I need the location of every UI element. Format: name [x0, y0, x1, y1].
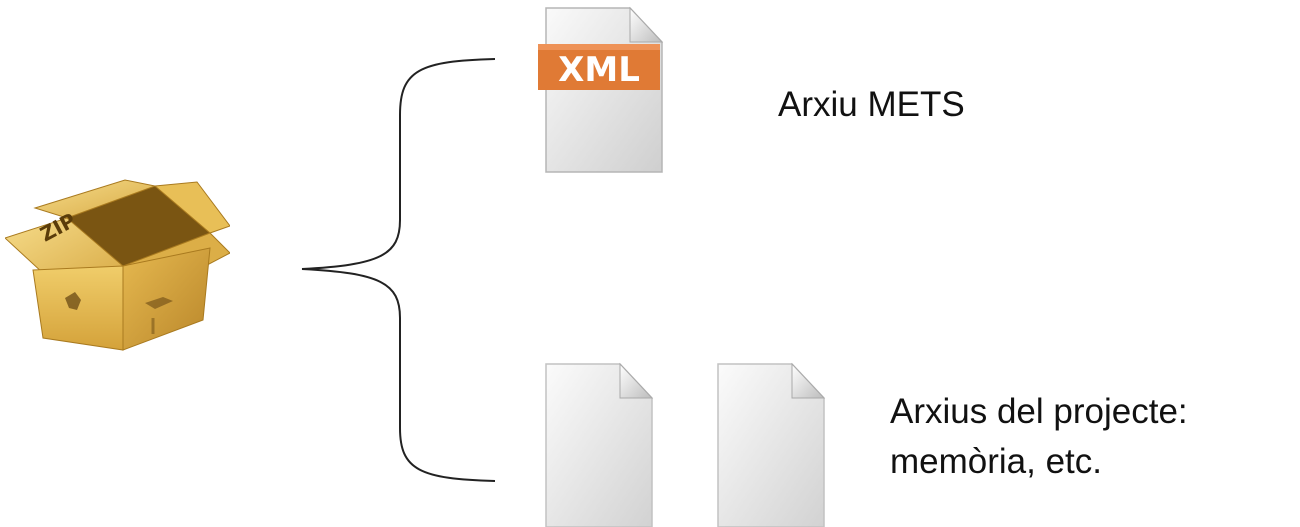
- curly-brace: [300, 55, 500, 485]
- zip-box-icon: ZIP: [5, 178, 230, 353]
- project-files-caption-line2: memòria, etc.: [890, 442, 1102, 481]
- xml-file-caption: Arxiu METS: [778, 85, 965, 124]
- blank-document-icon: [540, 362, 660, 527]
- svg-text:XML: XML: [558, 50, 640, 90]
- project-files-caption-line1: Arxius del projecte:: [890, 392, 1188, 431]
- xml-file-icon: XML: [538, 6, 670, 176]
- blank-document-icon: [712, 362, 832, 527]
